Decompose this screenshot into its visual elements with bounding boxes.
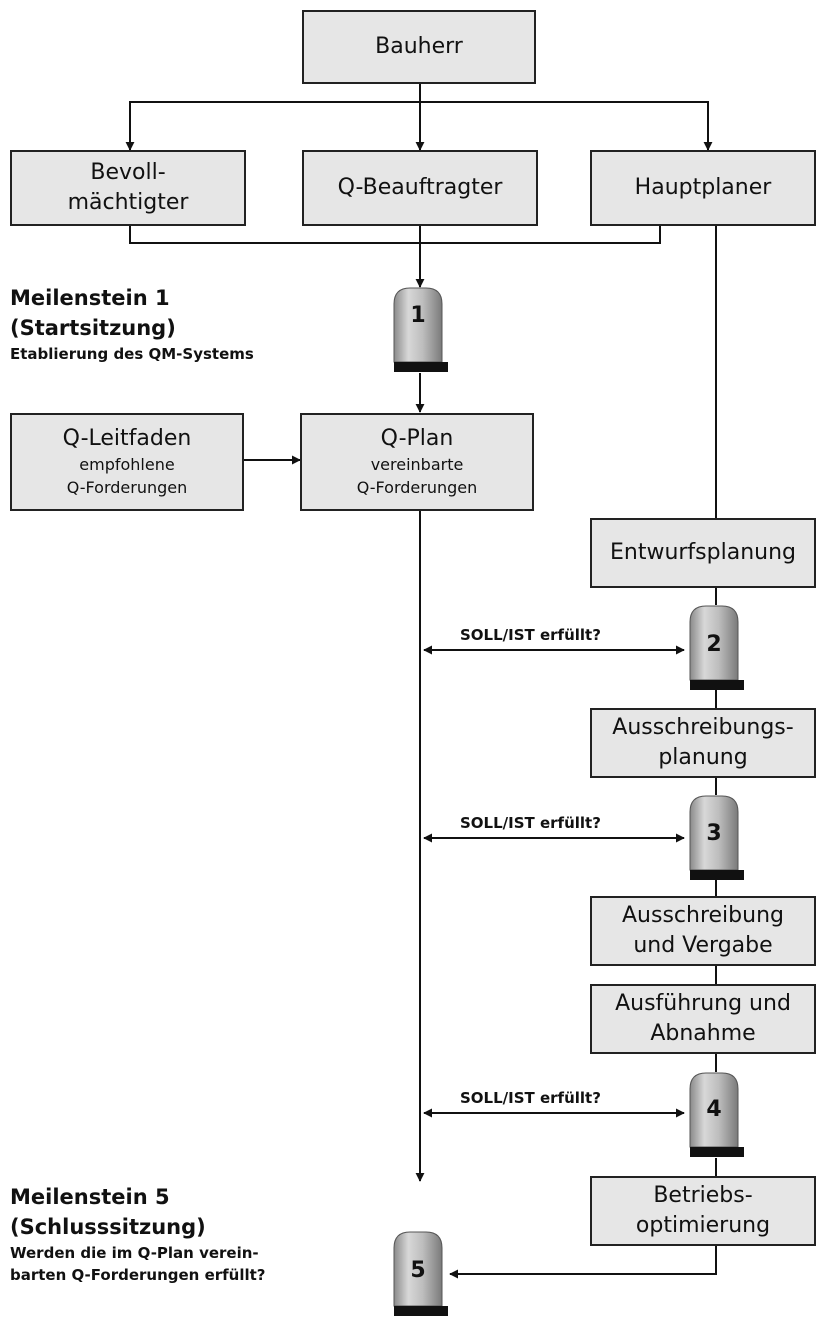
box-ausschreibungsplanung-line2: planung <box>658 745 748 770</box>
box-q-leitfaden-line2: Q-Forderungen <box>66 478 188 497</box>
box-q-leitfaden: Q-Leitfaden empfohlene Q-Forderungen <box>10 413 244 511</box>
box-ausfuehrung-abnahme: Ausführung und Abnahme <box>590 984 816 1054</box>
milestone-1-marker <box>393 287 448 372</box>
check-2-label: SOLL/IST erfüllt? <box>460 626 601 644</box>
milestone-4-base <box>690 1147 744 1157</box>
box-hauptplaner-label: Hauptplaner <box>634 175 772 200</box>
box-bevollmaechtigter-line1: Bevoll- <box>90 160 166 185</box>
box-ausschreibung-line2: und Vergabe <box>633 933 773 958</box>
milestone-1-base <box>394 362 448 372</box>
milestone-3-base <box>690 870 744 880</box>
box-ausschreibungsplanung: Ausschreibungs- planung <box>590 708 816 778</box>
box-ausschreibung-line1: Ausschreibung <box>622 903 784 928</box>
box-q-plan: Q-Plan vereinbarte Q-Forderungen <box>300 413 534 511</box>
milestone-3-number: 3 <box>706 821 722 846</box>
box-bevollmaechtigter: Bevoll- mächtigter <box>10 150 246 226</box>
milestone-2-base <box>690 680 744 690</box>
milestone-4-body <box>689 1072 739 1148</box>
milestone-5-description-line1: Werden die im Q-Plan verein- <box>10 1244 259 1262</box>
milestone-5-title: Meilenstein 5 <box>10 1185 170 1209</box>
line-merge-top-boxes <box>129 226 661 244</box>
milestone-1-description: Etablierung des QM-Systems <box>10 345 254 363</box>
box-q-plan-line2: Q-Forderungen <box>356 478 478 497</box>
box-ausschreibungsplanung-line1: Ausschreibungs- <box>612 715 794 740</box>
milestone-4-number: 4 <box>706 1097 722 1122</box>
box-bevollmaechtigter-line2: mächtigter <box>67 190 189 215</box>
box-entwurfsplanung-label: Entwurfsplanung <box>609 540 796 565</box>
box-bauherr: Bauherr <box>302 10 536 84</box>
box-q-plan-title: Q-Plan <box>380 426 454 451</box>
check-3-label: SOLL/IST erfüllt? <box>460 814 601 832</box>
milestone-5-number: 5 <box>410 1258 426 1283</box>
check-4-label: SOLL/IST erfüllt? <box>460 1089 601 1107</box>
milestone-5-body <box>393 1231 443 1307</box>
milestone-1-title: Meilenstein 1 <box>10 286 170 310</box>
milestone-5-base <box>394 1306 448 1316</box>
milestone-1-body <box>393 287 443 363</box>
box-bauherr-label: Bauherr <box>375 34 463 59</box>
box-ausfuehrung-line1: Ausführung und <box>615 991 791 1016</box>
box-ausschreibung-vergabe: Ausschreibung und Vergabe <box>590 896 816 966</box>
milestone-1-subtitle: (Startsitzung) <box>10 316 176 340</box>
box-q-beauftragter-label: Q-Beauftragter <box>337 175 503 200</box>
milestone-2-body <box>689 605 739 681</box>
milestone-5-description-line2: barten Q-Forderungen erfüllt? <box>10 1266 266 1284</box>
box-hauptplaner: Hauptplaner <box>590 150 816 226</box>
milestone-5-subtitle: (Schlusssitzung) <box>10 1215 206 1239</box>
box-betrieb-line1: Betriebs- <box>653 1183 753 1208</box>
milestone-1-text: Meilenstein 1 (Startsitzung) Etablierung… <box>10 283 254 365</box>
milestone-5-text: Meilenstein 5 (Schlusssitzung) Werden di… <box>10 1182 266 1286</box>
milestone-1-number: 1 <box>410 303 426 328</box>
arrow-betrieb-to-milestone-5 <box>449 1246 717 1279</box>
box-betriebsoptimierung: Betriebs- optimierung <box>590 1176 816 1246</box>
milestone-2-marker <box>689 605 744 690</box>
milestone-2-number: 2 <box>706 632 722 657</box>
milestone-3-body <box>689 795 739 871</box>
box-q-leitfaden-line1: empfohlene <box>79 455 175 474</box>
milestone-5-marker <box>393 1231 448 1316</box>
box-q-plan-line1: vereinbarte <box>370 455 464 474</box>
box-q-leitfaden-title: Q-Leitfaden <box>62 426 192 451</box>
box-entwurfsplanung: Entwurfsplanung <box>590 518 816 588</box>
box-ausfuehrung-line2: Abnahme <box>650 1021 756 1046</box>
box-q-beauftragter: Q-Beauftragter <box>302 150 538 226</box>
milestone-4-marker <box>689 1072 744 1157</box>
box-betrieb-line2: optimierung <box>635 1213 771 1238</box>
milestone-3-marker <box>689 795 744 880</box>
